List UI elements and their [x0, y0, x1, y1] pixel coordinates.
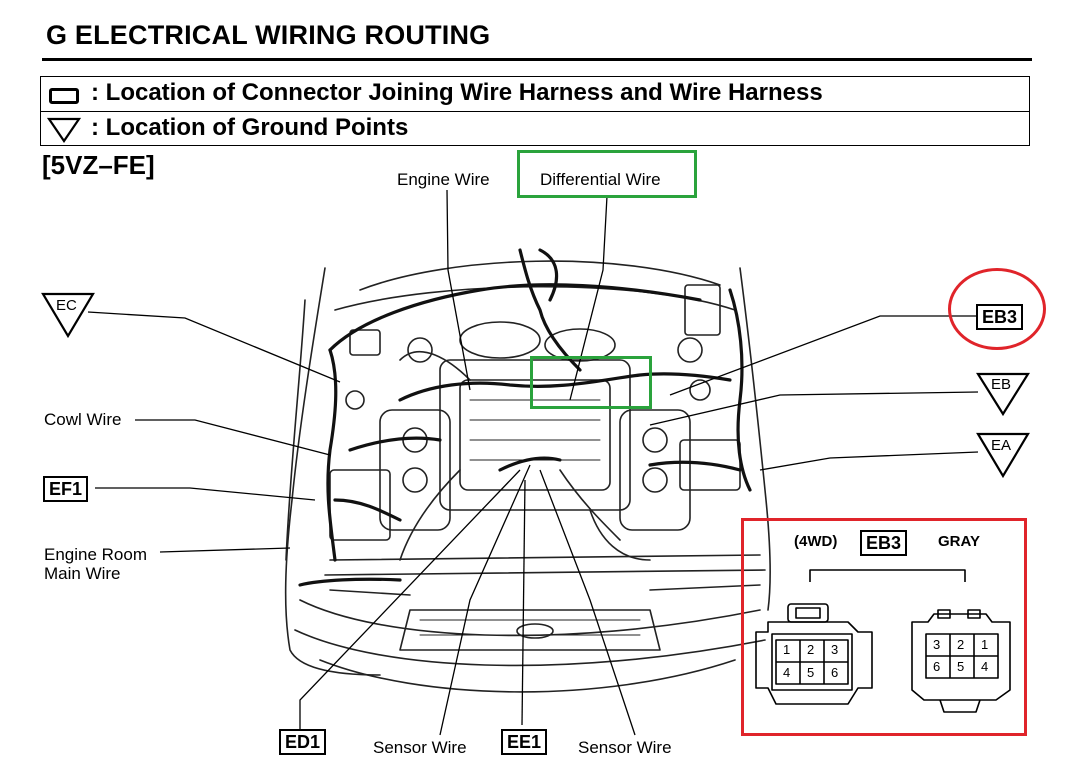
- ground-ea-icon: [976, 432, 1030, 479]
- legend-divider: [41, 111, 1029, 112]
- female-pin: 6: [933, 659, 941, 674]
- down-triangle-icon: [47, 117, 81, 143]
- inset-connector-label: EB3: [860, 530, 908, 556]
- female-pin: 4: [981, 659, 989, 674]
- ed1-connector: ED1: [279, 729, 327, 755]
- ee1-connector: EE1: [501, 729, 548, 755]
- page-title: G ELECTRICAL WIRING ROUTING: [46, 20, 491, 50]
- sensor-wire-left-label: Sensor Wire: [373, 738, 467, 757]
- engine-wire-label: Engine Wire: [397, 170, 490, 189]
- male-pin: 3: [831, 642, 839, 657]
- ground-ec-icon: [41, 292, 95, 339]
- female-pin: 3: [933, 637, 941, 652]
- male-pin: 6: [831, 665, 839, 680]
- eb3-inset: [741, 518, 1027, 736]
- legend-connector-text: : Location of Connector Joining Wire Har…: [91, 79, 823, 106]
- engine-code: [5VZ–FE]: [42, 150, 155, 180]
- sensor-wire-right-label: Sensor Wire: [578, 738, 672, 757]
- inset-variant: (4WD): [794, 533, 838, 550]
- ef1-connector: EF1: [43, 476, 89, 502]
- male-pin: 5: [807, 665, 815, 680]
- title-rule: [42, 58, 1032, 61]
- differential-wire-label: Differential Wire: [540, 170, 661, 189]
- differential-connector-highlight: [530, 356, 652, 409]
- female-pin: 1: [981, 637, 989, 652]
- ground-ec-label: EC: [56, 297, 77, 314]
- ground-eb-label: EB: [991, 376, 1012, 393]
- cowl-wire-label: Cowl Wire: [44, 410, 122, 429]
- male-pin: 1: [783, 642, 791, 657]
- legend-box: : Location of Connector Joining Wire Har…: [40, 76, 1030, 146]
- ground-eb-icon: [976, 372, 1030, 417]
- ground-ea-label: EA: [991, 437, 1012, 454]
- engine-room-main-wire-label: Engine Room: [44, 545, 148, 564]
- male-pin: 4: [783, 665, 791, 680]
- inset-color: GRAY: [938, 533, 980, 550]
- female-pin: 2: [957, 637, 965, 652]
- differential-wire-highlight: [517, 150, 697, 198]
- legend-ground-text: : Location of Ground Points: [91, 114, 409, 141]
- rounded-rectangle-icon: [49, 88, 79, 104]
- female-pin: 5: [957, 659, 965, 674]
- male-pin: 2: [807, 642, 815, 657]
- engine-room-main-wire-label-2: Main Wire: [44, 564, 121, 583]
- eb3-highlight: [948, 268, 1046, 350]
